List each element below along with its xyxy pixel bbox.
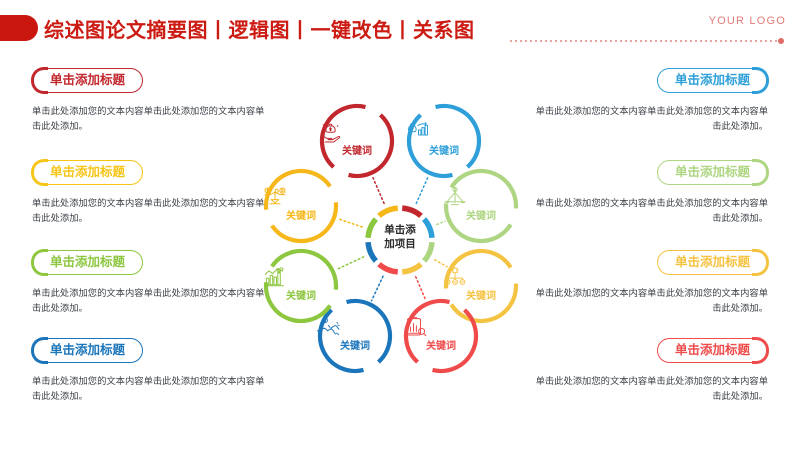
node-keyword-label: 关键词	[466, 211, 496, 222]
block-title-pill[interactable]: 单击添加标题	[31, 337, 144, 365]
coin-balance-icon	[262, 186, 340, 208]
diagram-hub[interactable]: 单击添加项目	[361, 201, 439, 279]
logo-placeholder: YOUR LOGO	[708, 15, 786, 27]
hub-label: 单击添加项目	[384, 224, 416, 251]
node-keyword-label: 关键词	[340, 341, 370, 352]
diagram-node-6[interactable]: 关键词	[316, 297, 394, 375]
block-title-pill[interactable]: 单击添加标题	[656, 337, 769, 365]
block-title-label: 单击添加标题	[674, 164, 750, 179]
header-rule-end-dot	[778, 37, 784, 44]
diagram-node-4[interactable]: 关键词	[442, 247, 520, 325]
content-block-right-4: 单击添加标题 单击此处添加您的文本内容单击此处添加您的文本内容单击此处添加。	[533, 337, 769, 404]
content-block-left-3: 单击添加标题 单击此处添加您的文本内容单击此处添加您的文本内容单击此处添加。	[31, 249, 267, 316]
block-title-label: 单击添加标题	[50, 254, 126, 269]
block-body-text: 单击此处添加您的文本内容单击此处添加您的文本内容单击此处添加。	[535, 376, 768, 403]
diagram-node-7[interactable]: 关键词	[262, 247, 340, 325]
block-title-pill[interactable]: 单击添加标题	[31, 67, 144, 95]
block-title-label: 单击添加标题	[50, 72, 126, 87]
diagram-node-2[interactable]: 关键词	[405, 102, 483, 180]
block-title-label: 单击添加标题	[50, 342, 126, 357]
block-body-text: 单击此处添加您的文本内容单击此处添加您的文本内容单击此处添加。	[32, 288, 265, 315]
block-body-text: 单击此处添加您的文本内容单击此处添加您的文本内容单击此处添加。	[32, 198, 265, 225]
block-title-pill[interactable]: 单击添加标题	[31, 159, 144, 187]
node-ring-icon	[403, 298, 479, 374]
money-bag-chart-icon	[405, 121, 483, 143]
content-block-right-2: 单击添加标题 单击此处添加您的文本内容单击此处添加您的文本内容单击此处添加。	[533, 159, 769, 226]
content-block-left-2: 单击添加标题 单击此处添加您的文本内容单击此处添加您的文本内容单击此处添加。	[31, 159, 267, 226]
block-body-text: 单击此处添加您的文本内容单击此处添加您的文本内容单击此处添加。	[535, 288, 768, 315]
block-title-pill[interactable]: 单击添加标题	[656, 159, 769, 187]
page-title: 综述图论文摘要图丨逻辑图丨一键改色丨关系图	[44, 18, 475, 42]
diagram-node-5[interactable]: 关键词	[402, 297, 480, 375]
hand-money-bag-icon	[318, 121, 396, 143]
node-keyword-label: 关键词	[466, 291, 496, 302]
growth-chart-icon	[262, 266, 340, 288]
block-body-text: 单击此处添加您的文本内容单击此处添加您的文本内容单击此处添加。	[32, 106, 265, 133]
content-block-right-3: 单击添加标题 单击此处添加您的文本内容单击此处添加您的文本内容单击此处添加。	[533, 249, 769, 316]
diagram-node-3[interactable]: 关键词	[442, 167, 520, 245]
node-ring-icon	[443, 248, 519, 324]
block-title-label: 单击添加标题	[50, 164, 126, 179]
block-body-text: 单击此处添加您的文本内容单击此处添加您的文本内容单击此处添加。	[535, 198, 768, 225]
content-block-left-1: 单击添加标题 单击此处添加您的文本内容单击此处添加您的文本内容单击此处添加。	[31, 67, 267, 134]
connector-lines	[335, 175, 448, 302]
hub-ring-icon	[365, 205, 435, 275]
handshake-coin-icon	[316, 316, 394, 338]
diagram-node-8[interactable]: 关键词	[262, 167, 340, 245]
node-keyword-label: 关键词	[342, 146, 372, 157]
balance-scale-icon	[442, 186, 520, 208]
radial-relationship-diagram: 关键词 关键词 关键词 关键词	[250, 90, 550, 390]
content-block-right-1: 单击添加标题 单击此处添加您的文本内容单击此处添加您的文本内容单击此处添加。	[533, 67, 769, 134]
node-ring-icon	[263, 248, 339, 324]
content-block-left-4: 单击添加标题 单击此处添加您的文本内容单击此处添加您的文本内容单击此处添加。	[31, 337, 267, 404]
node-ring-icon	[319, 103, 395, 179]
clipboard-chart-icon	[402, 316, 480, 338]
node-ring-icon	[443, 168, 519, 244]
gear-hierarchy-icon	[442, 266, 520, 288]
node-keyword-label: 关键词	[429, 146, 459, 157]
node-keyword-label: 关键词	[286, 291, 316, 302]
block-title-pill[interactable]: 单击添加标题	[656, 249, 769, 277]
diagram-node-1[interactable]: 关键词	[318, 102, 396, 180]
block-title-label: 单击添加标题	[674, 254, 750, 269]
page-header: 综述图论文摘要图丨逻辑图丨一键改色丨关系图 YOUR LOGO	[0, 0, 800, 55]
block-title-pill[interactable]: 单击添加标题	[656, 67, 769, 95]
node-ring-icon	[263, 168, 339, 244]
block-title-pill[interactable]: 单击添加标题	[31, 249, 144, 277]
block-body-text: 单击此处添加您的文本内容单击此处添加您的文本内容单击此处添加。	[32, 376, 265, 403]
header-accent-bar	[0, 15, 38, 41]
header-dotted-rule	[510, 40, 780, 42]
node-keyword-label: 关键词	[286, 211, 316, 222]
block-body-text: 单击此处添加您的文本内容单击此处添加您的文本内容单击此处添加。	[535, 106, 768, 133]
node-keyword-label: 关键词	[426, 341, 456, 352]
block-title-label: 单击添加标题	[674, 72, 750, 87]
block-title-label: 单击添加标题	[674, 342, 750, 357]
